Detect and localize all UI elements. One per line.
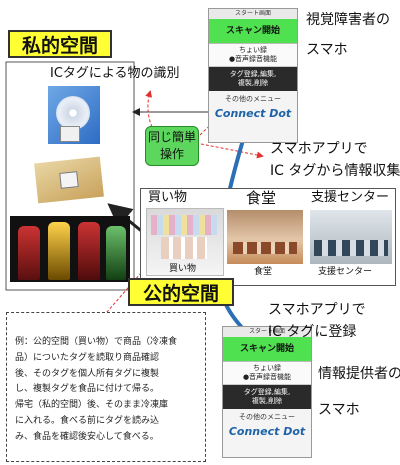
visually-impaired-line2: スマホ xyxy=(306,42,348,58)
bottles-image xyxy=(10,216,130,282)
same-simple-operation-box: 同じ簡単 操作 xyxy=(145,126,199,166)
example-text: 例：公的空間（買い物）で商品（冷凍食 品）についたタグを読取り商品確認 後、その… xyxy=(15,335,177,445)
example-line: 品）についたタグを読取り商品確認 xyxy=(15,352,160,363)
food-bag-image xyxy=(34,156,104,204)
phone-bottom-record-button[interactable]: ちょい録 ●音声録音機能 xyxy=(223,362,311,386)
shop-heading: 買い物 xyxy=(148,190,188,205)
disc-icon xyxy=(56,96,90,130)
phone-top-tag-line2: 複製,削除 xyxy=(237,79,269,88)
bottle-4 xyxy=(106,226,126,280)
red-dashed-arrow-2 xyxy=(195,142,264,159)
example-line: 帰宅（私的空間）後、そのまま冷凍庫 xyxy=(15,400,169,410)
phone-bottom-tag-line2: 複製,削除 xyxy=(251,397,283,406)
red-dashed-arrow-1 xyxy=(145,90,153,128)
shop-illustration: 買い物 xyxy=(146,208,224,276)
phone-bottom-logo: Connect Dot xyxy=(228,425,306,439)
cafeteria-caption: 食堂 xyxy=(254,267,273,277)
phone-top-header: スタート画面 xyxy=(209,9,297,19)
bottle-3 xyxy=(78,222,100,280)
phone-bottom-tag-line1: タグ登録,編集, xyxy=(243,388,291,397)
green-box-line1: 同じ簡単 xyxy=(147,130,196,145)
shop-shelf xyxy=(151,215,217,235)
app-register-line1: スマホアプリで xyxy=(268,302,366,318)
phone-top-logo: Connect Dot xyxy=(214,107,292,121)
phone-bottom-record-sub: ●音声録音機能 xyxy=(242,373,292,382)
bottle-1 xyxy=(18,226,40,280)
phone-top-tag-button[interactable]: タグ登録,編集, 複製,削除 xyxy=(209,67,297,92)
support-center-photo xyxy=(310,210,392,264)
support-caption: 支援センター xyxy=(318,267,373,277)
example-line: 例：公的空間（買い物）で商品（冷凍食 xyxy=(15,337,178,347)
bottle-2 xyxy=(48,222,70,280)
shop-caption: 買い物 xyxy=(169,264,197,274)
green-box-line2: 操作 xyxy=(159,147,184,161)
ic-tag-label: ICタグによる物の識別 xyxy=(50,66,180,81)
private-space-frame xyxy=(5,61,135,291)
support-desks xyxy=(314,240,388,256)
phone-top-record-button[interactable]: ちょい録 ●音声録音機能 xyxy=(209,44,297,68)
phone-bottom-menu[interactable]: その他のメニュー xyxy=(239,413,295,422)
example-line: し、複製タグを食品に付けて帰る。 xyxy=(15,384,160,395)
phone-top-record-label: ちょい録 xyxy=(239,46,267,54)
cafeteria-photo xyxy=(227,210,303,264)
phone-bottom: スタート画面 スキャン開始 ちょい録 ●音声録音機能 タグ登録,編集, 複製,削… xyxy=(222,326,312,458)
app-collect-line1: スマホアプリで xyxy=(270,141,368,157)
app-collect-line2: IC タグから情報収集 xyxy=(270,163,400,179)
phone-top: スタート画面 スキャン開始 ちょい録 ●音声録音機能 タグ登録,編集, 複製,削… xyxy=(208,8,298,143)
visually-impaired-line1: 視覚障害者の xyxy=(306,12,390,28)
public-space-title: 公的空間 xyxy=(128,278,234,306)
phone-bottom-header: スタート画面 xyxy=(223,327,311,337)
food-tag-sticker xyxy=(59,171,79,189)
phone-bottom-tag-button[interactable]: タグ登録,編集, 複製,削除 xyxy=(223,385,311,410)
provider-line1: 情報提供者の xyxy=(318,366,400,382)
phone-top-tag-line1: タグ登録,編集, xyxy=(229,70,277,79)
cd-box-image xyxy=(48,86,100,144)
app-register-line2: IC タグに登録 xyxy=(268,324,357,340)
phone-bottom-scan-button[interactable]: スキャン開始 xyxy=(223,337,311,362)
example-line: み、食品を確認後安心して食べる。 xyxy=(15,431,159,442)
example-box: 例：公的空間（買い物）で商品（冷凍食 品）についたタグを読取り商品確認 後、その… xyxy=(6,312,206,462)
phone-bottom-record-label: ちょい録 xyxy=(253,364,281,372)
cafeteria-heading: 食堂 xyxy=(246,189,277,207)
example-line: に入れる。食べる前にタグを読み込 xyxy=(15,415,160,426)
phone-top-record-sub: ●音声録音機能 xyxy=(228,55,278,64)
cafeteria-tables xyxy=(233,242,297,254)
support-heading: 支援センター xyxy=(311,190,390,205)
phone-top-scan-button[interactable]: スキャン開始 xyxy=(209,19,297,44)
ic-tag-sticker xyxy=(60,126,80,142)
phone-top-menu[interactable]: その他のメニュー xyxy=(225,95,281,104)
example-line: 後、そのタグを個人所有タグに複製 xyxy=(15,368,160,379)
private-space-title: 私的空間 xyxy=(8,30,112,58)
provider-line2: スマホ xyxy=(318,402,360,418)
shop-people xyxy=(161,237,207,259)
